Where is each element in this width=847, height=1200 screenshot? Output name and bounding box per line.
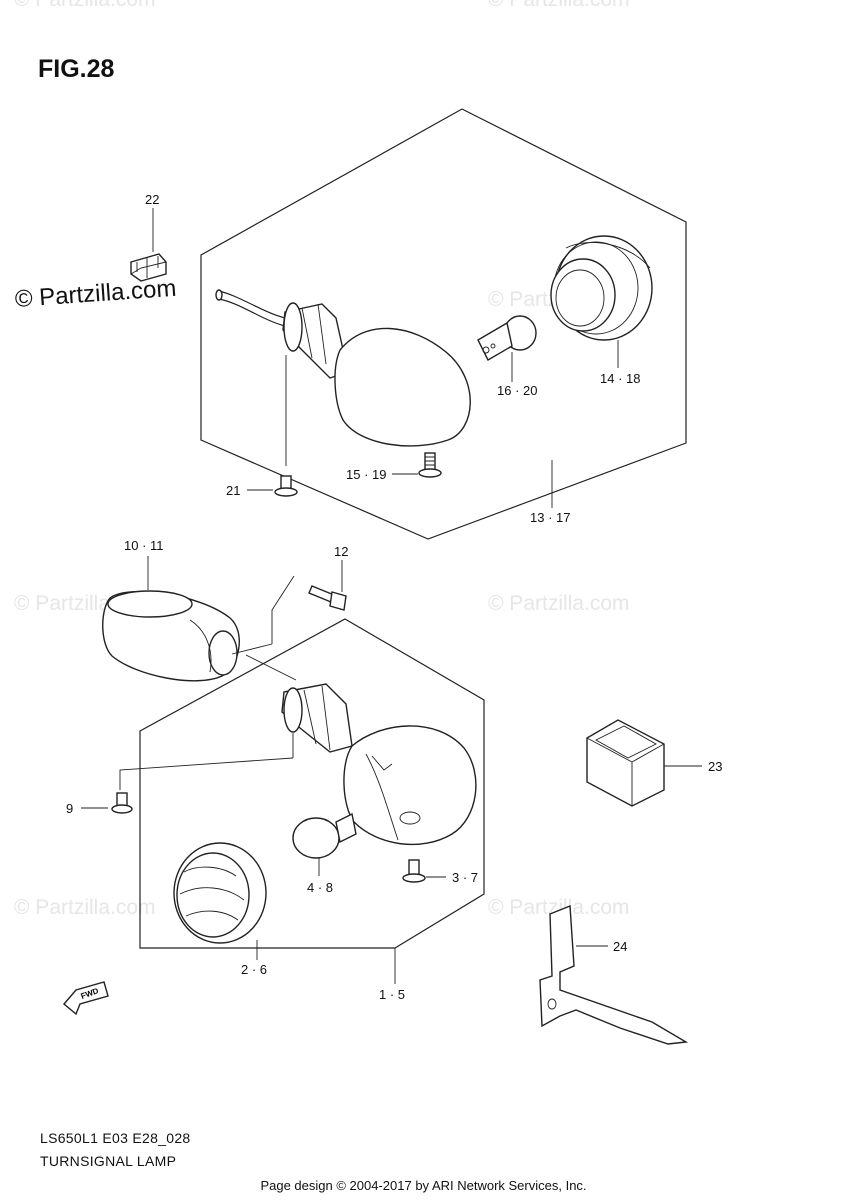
lower-housing <box>343 725 477 846</box>
callout-3-7: 3 · 7 <box>452 870 478 885</box>
bulb-lower <box>292 812 357 859</box>
callout-1-5: 1 · 5 <box>379 987 405 1002</box>
callout-4-8: 4 · 8 <box>307 880 333 895</box>
bracket-10-11 <box>102 590 240 682</box>
callout-24: 24 <box>613 939 627 954</box>
bolt-12 <box>308 585 347 611</box>
watermark: © Partzilla.com <box>488 0 630 12</box>
figure-title: FIG.28 <box>38 55 115 83</box>
screw-3-7 <box>402 859 426 883</box>
callout-23: 23 <box>708 759 722 774</box>
lens-lower <box>173 842 267 944</box>
bulb-upper <box>477 315 537 361</box>
screw-upper <box>418 452 442 478</box>
watermark: © Partzilla.com <box>14 0 156 12</box>
callout-21: 21 <box>226 483 240 498</box>
upper-assembly-outline <box>200 108 687 540</box>
fwd-arrow: FWD <box>63 981 109 1016</box>
callout-16-20: 16 · 20 <box>497 383 537 398</box>
clip-22 <box>130 253 167 282</box>
watermark: © Partzilla.com <box>488 592 630 615</box>
screw-21 <box>274 475 298 497</box>
callout-2-6: 2 · 6 <box>241 962 267 977</box>
callout-22: 22 <box>145 192 159 207</box>
bracket-24 <box>539 904 689 1045</box>
callout-14-18: 14 · 18 <box>600 371 640 386</box>
watermark: © Partzilla.com <box>488 896 630 919</box>
diagram-name: TURNSIGNAL LAMP <box>40 1153 177 1169</box>
relay-23 <box>586 719 665 807</box>
callout-10-11: 10 · 11 <box>124 538 164 553</box>
upper-housing <box>334 327 471 447</box>
callout-12: 12 <box>334 544 348 559</box>
callout-15-19: 15 · 19 <box>346 467 386 482</box>
callout-13-17: 13 · 17 <box>530 510 570 525</box>
callout-9: 9 <box>66 801 73 816</box>
model-code: LS650L1 E03 E28_028 <box>40 1130 191 1146</box>
lens-upper <box>550 235 653 341</box>
watermark: © Partzilla.com <box>14 896 156 919</box>
lower-socket <box>281 683 353 753</box>
screw-9 <box>111 792 133 814</box>
upper-socket <box>215 289 349 379</box>
page-footer: Page design © 2004-2017 by ARI Network S… <box>260 1178 587 1193</box>
